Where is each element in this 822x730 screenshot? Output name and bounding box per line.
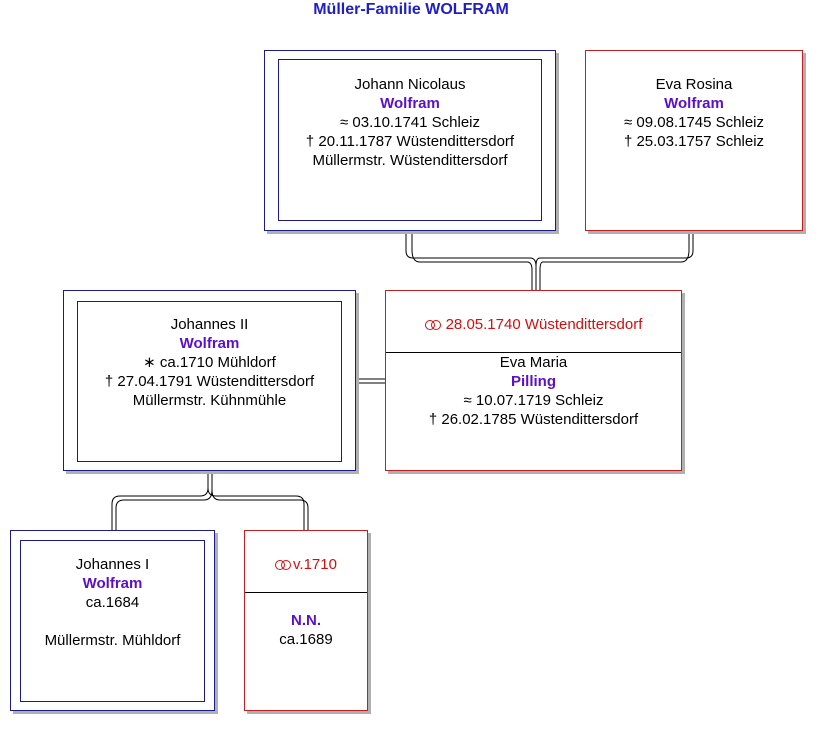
death-date: † 20.11.1787 Wüstendittersdorf xyxy=(305,133,515,150)
marriage-info: 28.05.1740 Wüstendittersdorf xyxy=(386,315,681,334)
birth-date: ca.1684 xyxy=(85,594,140,611)
surname: Wolfram xyxy=(179,335,240,352)
person-box-johannes-ii[interactable]: Johannes II Wolfram ∗ ca.1710 Mühldorf †… xyxy=(63,290,356,471)
death-date: † 25.03.1757 Schleiz xyxy=(623,133,765,150)
chart-title: Müller-Familie WOLFRAM xyxy=(0,1,822,19)
surname: Wolfram xyxy=(82,575,143,592)
marriage-date: 28.05.1740 Wüstendittersdorf xyxy=(445,316,643,333)
person-details: Johann Nicolaus Wolfram ≈ 03.10.1741 Sch… xyxy=(265,75,555,170)
marriage-rings-icon xyxy=(424,320,441,331)
marriage-rings-icon xyxy=(275,560,292,571)
occupation: Müllermstr. Mühldorf xyxy=(44,632,181,649)
person-box-inner-border xyxy=(278,59,542,221)
divider xyxy=(386,352,681,353)
occupation: Müllermstr. Wüstendittersdorf xyxy=(312,152,508,169)
given-name: Johannes I xyxy=(75,556,150,573)
person-box-eva-rosina[interactable]: Eva Rosina Wolfram ≈ 09.08.1745 Schleiz … xyxy=(585,50,803,231)
person-details: Johannes II Wolfram ∗ ca.1710 Mühldorf †… xyxy=(64,315,355,410)
given-name: Johann Nicolaus xyxy=(354,76,466,93)
marriage-info: v.1710 xyxy=(245,555,367,574)
death-date: † 27.04.1791 Wüstendittersdorf xyxy=(104,373,315,390)
person-box-johann-nicolaus[interactable]: Johann Nicolaus Wolfram ≈ 03.10.1741 Sch… xyxy=(264,50,556,231)
marriage-date: v.1710 xyxy=(293,556,337,573)
title-family-name: WOLFRAM xyxy=(425,1,509,18)
given-name: Eva Maria xyxy=(499,354,568,371)
person-box-johannes-i[interactable]: Johannes I Wolfram ca.1684 Müllermstr. M… xyxy=(10,530,215,711)
baptism-date: ≈ 09.08.1745 Schleiz xyxy=(624,114,764,131)
baptism-date: ≈ 10.07.1719 Schleiz xyxy=(463,392,604,409)
occupation: Müllermstr. Kühnmühle xyxy=(132,392,287,409)
person-box-eva-maria[interactable]: 28.05.1740 Wüstendittersdorf Eva Maria P… xyxy=(385,290,682,471)
person-details: Eva Rosina Wolfram ≈ 09.08.1745 Schleiz … xyxy=(586,75,802,151)
title-prefix: Müller-Familie xyxy=(313,1,421,18)
person-details: N.N. ca.1689 xyxy=(245,611,367,649)
divider xyxy=(245,592,367,593)
person-box-nn[interactable]: v.1710 N.N. ca.1689 xyxy=(244,530,368,711)
given-name: Johannes II xyxy=(170,316,249,333)
death-date: † 26.02.1785 Wüstendittersdorf xyxy=(428,411,639,428)
person-details: Eva Maria Pilling ≈ 10.07.1719 Schleiz †… xyxy=(386,353,681,429)
surname: Pilling xyxy=(511,373,556,390)
person-details: Johannes I Wolfram ca.1684 Müllermstr. M… xyxy=(11,555,214,650)
surname: Wolfram xyxy=(380,95,440,112)
given-name: Eva Rosina xyxy=(655,76,733,93)
surname: Wolfram xyxy=(664,95,724,112)
surname: N.N. xyxy=(291,612,321,629)
baptism-date: ≈ 03.10.1741 Schleiz xyxy=(340,114,480,131)
birth-date: ∗ ca.1710 Mühldorf xyxy=(143,354,276,371)
birth-date: ca.1689 xyxy=(279,631,333,648)
person-box-inner-border xyxy=(77,301,342,462)
person-box-inner-border xyxy=(20,540,205,702)
